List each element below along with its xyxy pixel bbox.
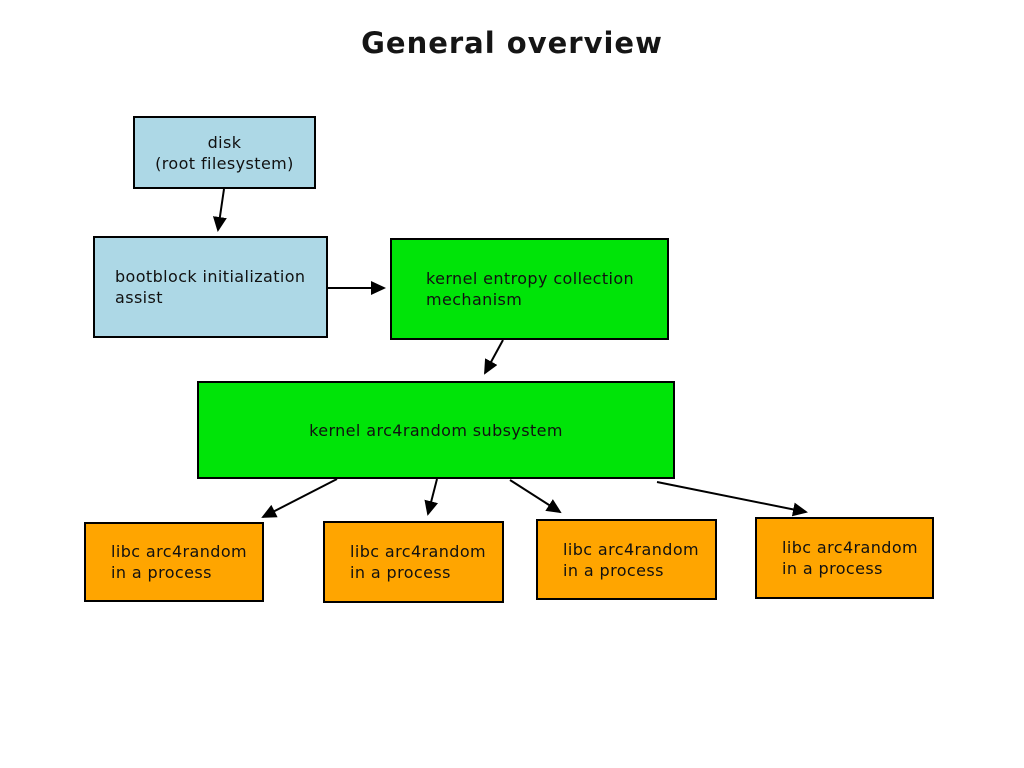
node-kernel-arc4random-subsystem: kernel arc4random subsystem	[197, 381, 675, 479]
node-libc1-label-line1: libc arc4random	[111, 542, 247, 561]
arrow-subsystem-to-libc2	[424, 478, 439, 516]
node-entropy-label-line2: mechanism	[426, 290, 523, 309]
diagram-title: General overview	[361, 26, 663, 60]
node-libc-arc4random-1: libc arc4random in a process	[84, 522, 264, 602]
node-libc3-label-line1: libc arc4random	[563, 539, 699, 559]
node-disk-label-line2: (root filesystem)	[155, 153, 294, 173]
node-bootblock-label-line2: assist	[115, 288, 163, 307]
node-bootblock-label-line1: bootblock initialization	[115, 267, 306, 286]
node-libc-arc4random-3: libc arc4random in a process	[536, 519, 717, 600]
node-libc-arc4random-4: libc arc4random in a process	[755, 517, 934, 599]
node-libc1-label-line2: in a process	[111, 563, 212, 582]
node-libc2-label-line1: libc arc4random	[350, 542, 486, 561]
node-libc4-label-line1: libc arc4random	[782, 538, 918, 557]
node-libc4-label-line2: in a process	[782, 559, 883, 578]
arrow-subsystem-to-libc1	[261, 478, 338, 518]
node-kernel-entropy-collection: kernel entropy collection mechanism	[390, 238, 669, 340]
node-bootblock-init-assist: bootblock initialization assist	[93, 236, 328, 338]
arrow-subsystem-to-libc3	[509, 479, 562, 514]
node-disk-label-line1: disk	[207, 132, 242, 152]
node-libc2-label-line2: in a process	[350, 563, 451, 582]
node-entropy-label-line1: kernel entropy collection	[426, 269, 635, 288]
arrow-subsystem-to-libc4	[656, 481, 808, 517]
node-libc-arc4random-2: libc arc4random in a process	[323, 521, 504, 603]
arrow-entropy-to-subsystem	[484, 339, 504, 375]
node-subsystem-label: kernel arc4random subsystem	[309, 420, 563, 440]
arrow-disk-to-bootblock	[212, 188, 227, 232]
node-libc3-label-line2: in a process	[563, 560, 664, 580]
node-disk: disk (root filesystem)	[133, 116, 316, 189]
